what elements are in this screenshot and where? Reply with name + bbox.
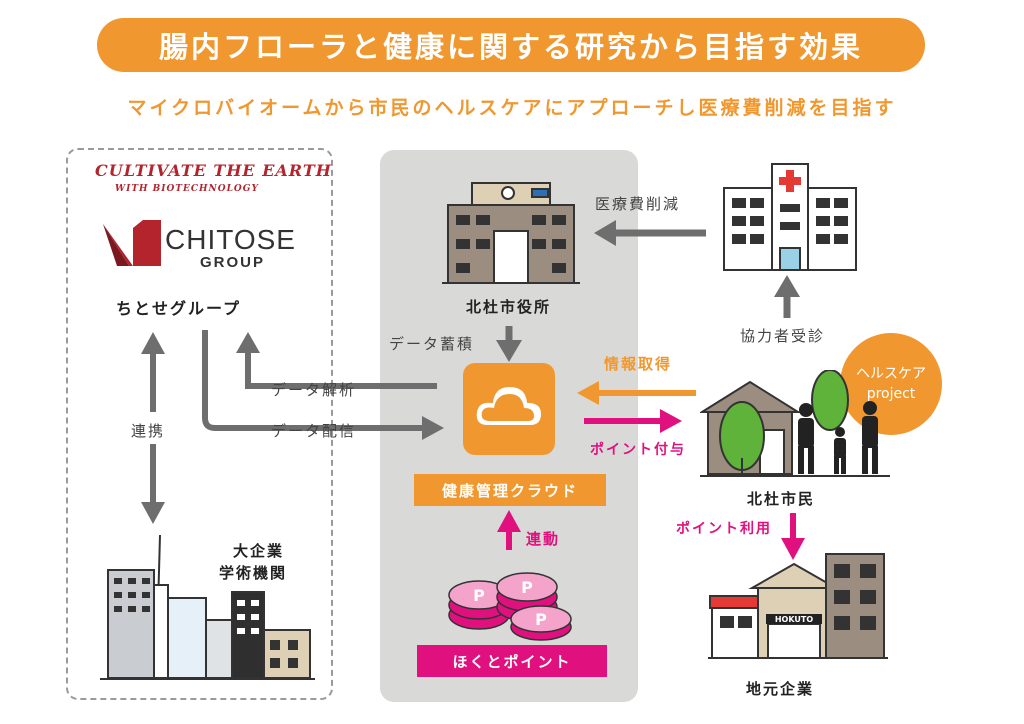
cloud-icon: [474, 384, 544, 427]
enterprise-line2: 学術機関: [219, 564, 288, 582]
subtitle: マイクロバイオームから市民のヘルスケアにアプローチし医療費削減を目指す: [127, 97, 897, 119]
arrow-point-use: [781, 513, 805, 560]
medical-cost-label: 医療費削減: [595, 195, 681, 213]
participant-label: 協力者受診: [740, 327, 826, 345]
points-label: ほくとポイント: [417, 645, 607, 677]
chitose-group-frame: [66, 148, 333, 700]
citizens-label: 北杜市民: [747, 490, 816, 508]
arrow-point-grant: [584, 409, 682, 433]
local-business-label: 地元企業: [746, 680, 815, 698]
skyline-icon: [100, 534, 315, 681]
link-label: 連携: [131, 422, 166, 440]
info-acquisition-label: 情報取得: [604, 355, 673, 373]
shop-sign: HOKUTO: [775, 615, 814, 624]
city-hall-icon: [442, 182, 580, 284]
point-grant-label: ポイント付与: [590, 442, 686, 458]
brand-name: CHITOSE: [165, 224, 296, 255]
arrow-data-analysis: [236, 332, 437, 389]
main-title: 腸内フローラと健康に関する研究から目指す効果: [97, 18, 925, 72]
svg-text:P: P: [535, 610, 547, 629]
arrow-link-down: [141, 444, 165, 524]
arrow-cityhall-to-cloud: [496, 326, 522, 362]
enterprise-line1: 大企業: [233, 542, 285, 560]
chitose-logo-icon: [103, 220, 161, 266]
arrow-participant-to-hospital: [774, 275, 800, 318]
healthcare-line1: ヘルスケア: [856, 366, 926, 382]
city-hall-label: 北杜市役所: [466, 298, 552, 316]
arrow-link-up: [141, 332, 165, 412]
citizens-icon: [700, 370, 890, 477]
local-shops-icon: HOKUTO: [708, 553, 888, 659]
arrow-points-sync: [497, 510, 521, 550]
point-use-label: ポイント利用: [676, 521, 772, 537]
arrow-data-delivery: [202, 330, 444, 440]
group-label: ちとせグループ: [116, 299, 242, 318]
svg-text:P: P: [521, 578, 533, 597]
healthcare-line2: project: [866, 386, 916, 402]
sync-label: 連動: [526, 530, 561, 548]
arrow-info-acquisition: [577, 381, 696, 405]
hospital-icon: [723, 163, 857, 271]
arrow-hospital-to-cityhall: [594, 220, 706, 246]
data-store-label: データ蓄積: [389, 335, 475, 353]
data-analysis-label: データ解析: [271, 381, 357, 399]
slogan-line1: CULTIVATE THE EARTH: [95, 161, 332, 180]
cloud-label: 健康管理クラウド: [414, 474, 606, 506]
healthcare-project-badge: ヘルスケア project: [840, 333, 942, 435]
slogan-line2: WITH BIOTECHNOLOGY: [115, 184, 259, 194]
svg-text:P: P: [473, 586, 485, 605]
brand-sub: GROUP: [200, 254, 266, 271]
data-delivery-label: データ配信: [271, 422, 357, 440]
